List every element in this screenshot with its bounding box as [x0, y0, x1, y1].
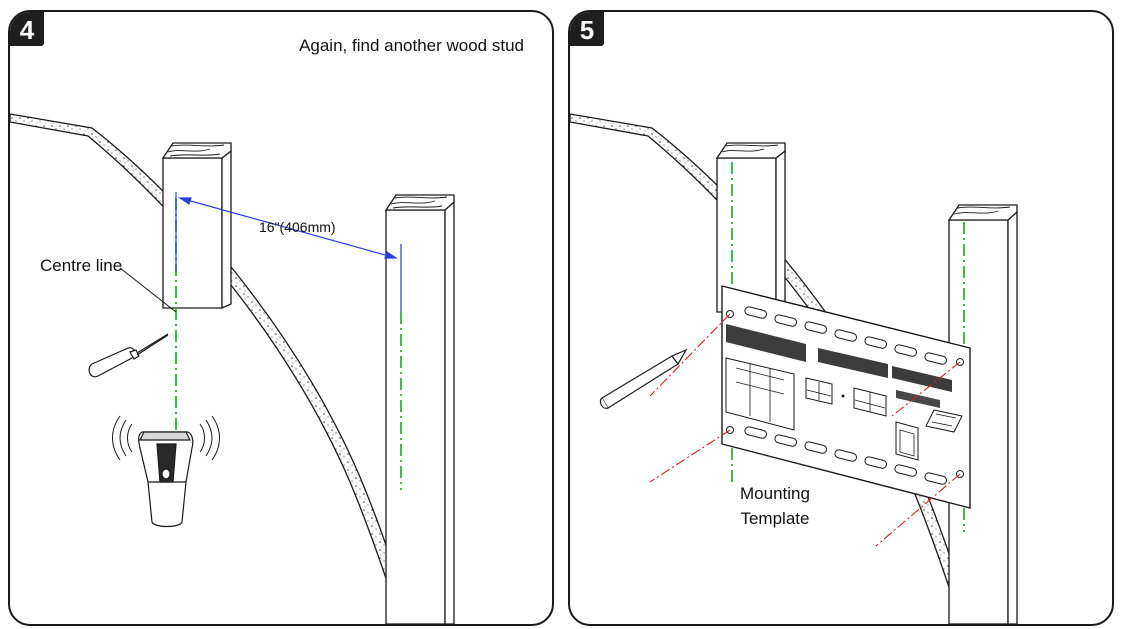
step-5-panel: 5 Mounting Template	[568, 10, 1114, 626]
centre-line-label: Centre line	[40, 256, 123, 275]
pencil-icon	[599, 348, 688, 409]
step-number-badge: 4	[10, 12, 44, 46]
mounting-template-label-line2: Template	[740, 509, 810, 528]
drill-guide-lines	[649, 313, 961, 547]
step-4-illustration	[10, 113, 455, 624]
wood-stud-right	[384, 194, 455, 624]
mounting-template-label-line1: Mounting	[740, 484, 810, 503]
step-caption: Again, find another wood stud	[299, 36, 524, 55]
stud-spacing-label: 16"(406mm)	[259, 219, 336, 235]
stud-finder-icon	[112, 415, 220, 528]
step-number-badge: 5	[570, 12, 604, 46]
drywall-edge	[570, 113, 973, 624]
dimension-arrow	[175, 192, 402, 312]
mounting-template-label: Mounting Template	[740, 481, 810, 531]
mounting-template	[721, 285, 971, 509]
centre-label-leader	[119, 267, 177, 313]
step-5-illustration	[570, 113, 1018, 624]
drywall-edge	[10, 113, 413, 624]
awl-icon	[88, 333, 169, 378]
wood-stud-left	[161, 142, 232, 310]
step-4-panel: 4 Again, find another wood stud 16"(406m…	[8, 10, 554, 626]
